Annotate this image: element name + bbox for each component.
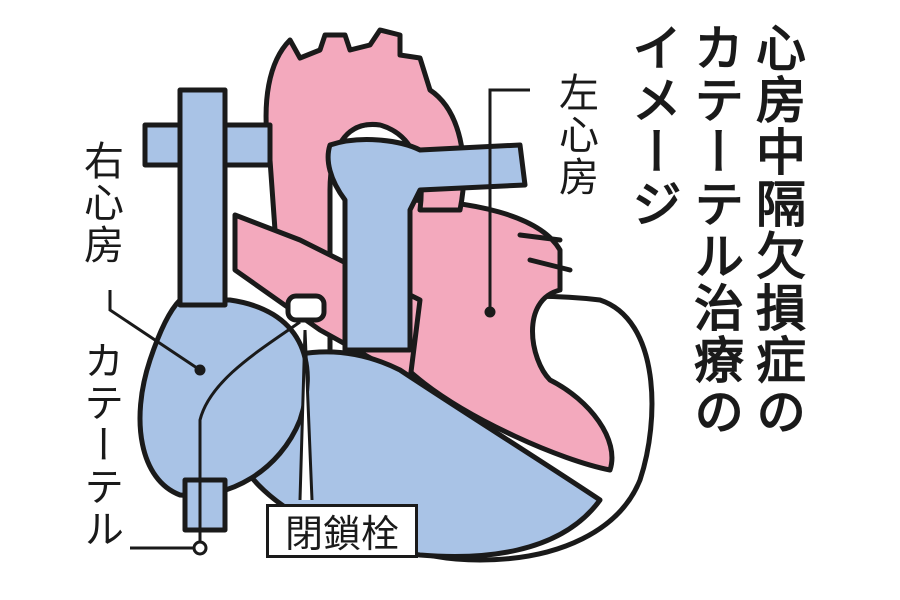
occluder-device — [285, 293, 327, 323]
title-line-2: カテーテル治療の — [686, 22, 744, 438]
occluder-leader — [298, 329, 314, 501]
label-occluder: 閉鎖栓 — [266, 504, 418, 558]
title-line-1: 心房中隔欠損症の — [748, 22, 806, 438]
pulmonary-artery — [222, 122, 273, 168]
pulmonary-artery-branch — [142, 122, 183, 168]
label-left-atrium: 左心房 — [552, 72, 598, 198]
vena-cava — [177, 87, 228, 308]
catheter-line — [198, 320, 301, 550]
inferior-vena-cava — [182, 477, 228, 533]
title-line-3: イメージ — [624, 22, 682, 230]
label-catheter: カテーテル — [77, 340, 123, 550]
left-atrium-leader — [488, 88, 530, 310]
label-right-atrium: 右心房 — [77, 140, 123, 266]
right-atrium-leader — [108, 290, 201, 372]
pulmonary-trunk — [325, 137, 528, 353]
